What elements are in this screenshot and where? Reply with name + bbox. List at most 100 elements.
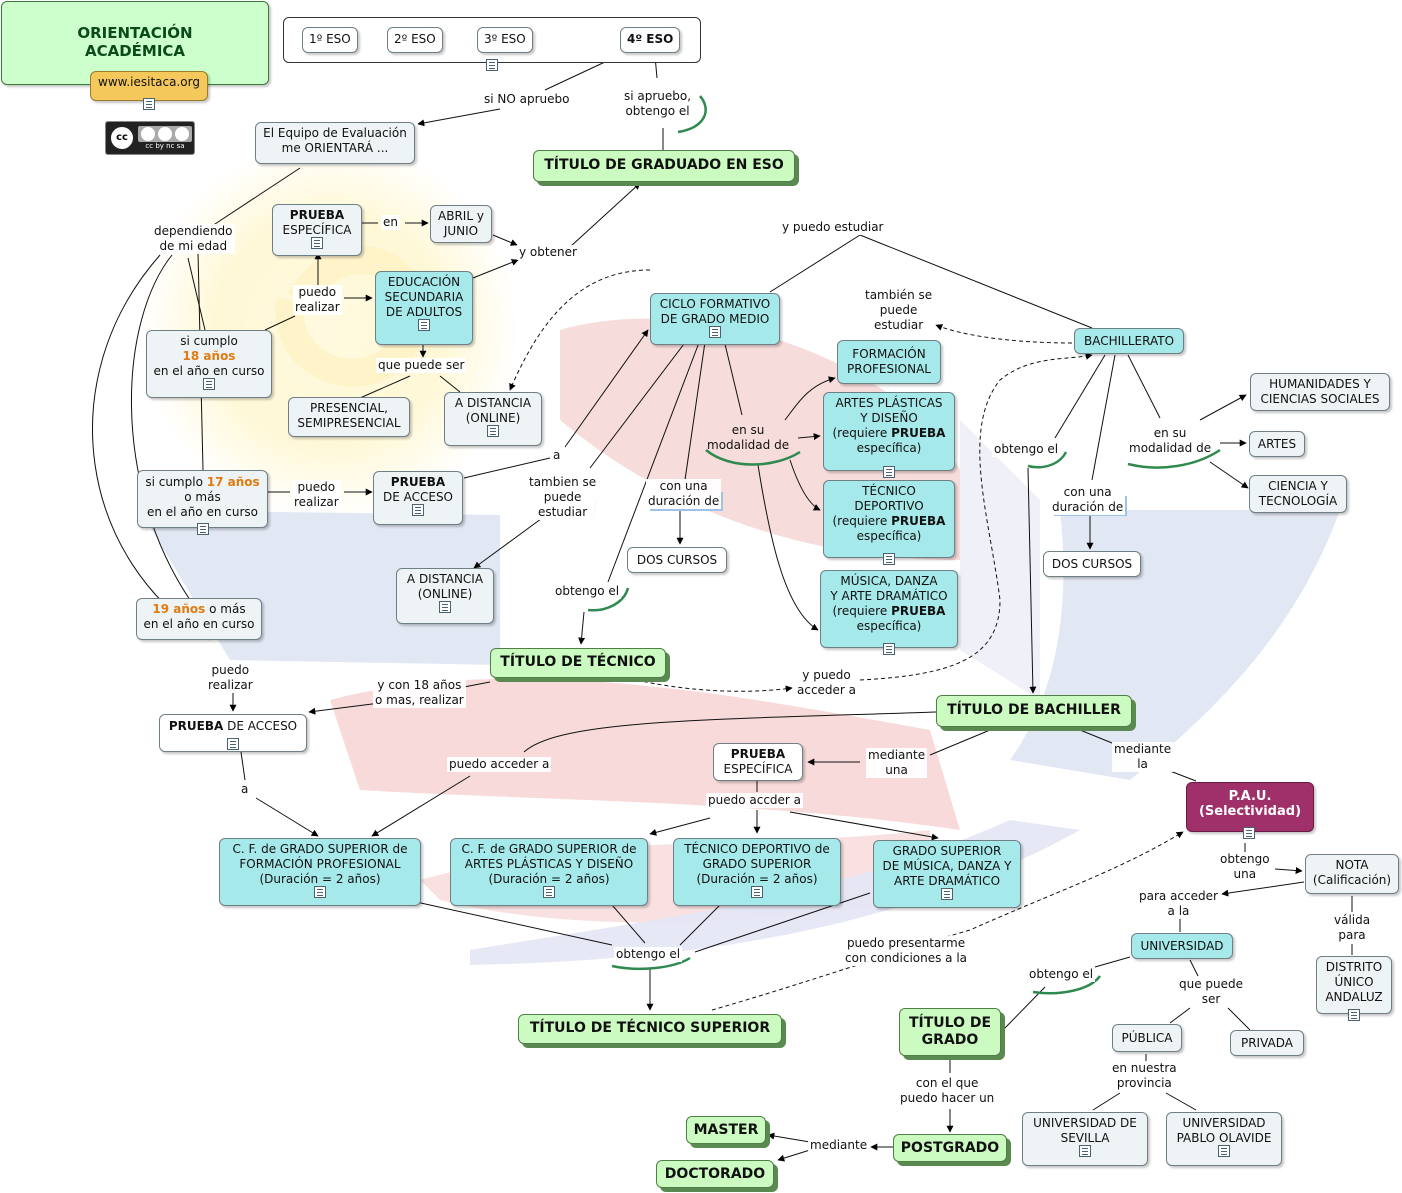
formacion-profesional[interactable]: FORMACIÓN PROFESIONAL [837,340,941,384]
ciclo-grado-medio[interactable]: CICLO FORMATIVO DE GRADO MEDIO [650,293,780,345]
resource-icon[interactable] [418,319,430,331]
resource-icon[interactable] [196,521,210,535]
eso-4[interactable]: 4º ESO [620,27,681,53]
prueba-especifica-1[interactable]: PRUEBA ESPECÍFICA [272,204,362,256]
presencial[interactable]: PRESENCIAL, SEMIPRESENCIAL [288,397,410,437]
resource-icon[interactable] [709,326,721,338]
cumplo-18[interactable]: si cumplo 18 años en el año en curso [146,330,272,398]
label-text: a la [1167,904,1190,918]
titulo-bachiller[interactable]: TÍTULO DE BACHILLER [936,695,1132,727]
prueba-acceso-1[interactable]: PRUEBA DE ACCESO [373,471,463,525]
label-apruebo: si apruebo,obtengo el [622,89,694,119]
resource-icon[interactable] [226,736,240,750]
resource-icon[interactable] [412,504,424,516]
universidad-olavide[interactable]: UNIVERSIDAD PABLO OLAVIDE [1166,1112,1282,1166]
distrito-line1: DISTRITO [1325,960,1383,974]
label-text: en su [1153,426,1187,440]
label-text: también se [865,288,933,302]
grado-musica-line3: ARTE DRAMÁTICO [893,874,1001,888]
resource-icon[interactable] [1242,825,1256,839]
distancia-1[interactable]: A DISTANCIA (ONLINE) [444,392,542,446]
universidad-publica[interactable]: PÚBLICA [1112,1024,1182,1052]
universidad-sevilla[interactable]: UNIVERSIDAD DE SEVILLA [1022,1112,1148,1166]
resource-icon[interactable] [485,57,499,71]
resource-icon[interactable] [1218,1145,1230,1157]
artes-plasticas[interactable]: ARTES PLÁSTICAS Y DISEÑO (requiere PRUEB… [823,392,955,471]
website-link[interactable]: www.iesitaca.org [90,71,208,101]
grado-superior-musica[interactable]: GRADO SUPERIOR DE MÚSICA, DANZA Y ARTE D… [873,840,1021,908]
humanidades-line2: CIENCIAS SOCIALES [1260,392,1380,406]
cf-grado-superior-fp[interactable]: C. F. de GRADO SUPERIOR de FORMACIÓN PRO… [219,838,421,906]
cumplo-19-line2: en el año en curso [143,617,255,631]
postgrado[interactable]: POSTGRADO [893,1134,1007,1162]
titulo-tecnico-superior[interactable]: TÍTULO DE TÉCNICO SUPERIOR [518,1014,782,1044]
universidad-privada[interactable]: PRIVADA [1230,1030,1304,1056]
distrito-unico-andaluz[interactable]: DISTRITO ÚNICO ANDALUZ [1316,956,1392,1014]
eso-3[interactable]: 3º ESO [477,27,533,53]
label-text: mediante [1114,742,1172,756]
label-text: para [1338,928,1366,942]
label-text: puedo [297,480,336,494]
eso-1[interactable]: 1º ESO [302,27,358,53]
resource-icon[interactable] [314,886,326,898]
doctorado[interactable]: DOCTORADO [656,1160,774,1188]
prueba-acceso-2-bold: PRUEBA [168,719,224,733]
tecnico-deportivo[interactable]: TÉCNICO DEPORTIVO (requiere PRUEBA espec… [823,480,955,558]
educacion-adultos[interactable]: EDUCACIÓN SECUNDARIA DE ADULTOS [375,271,473,345]
resource-icon[interactable] [1347,1007,1361,1021]
resource-icon[interactable] [882,551,896,565]
titulo-tecnico[interactable]: TÍTULO DE TÉCNICO [490,648,666,678]
abril-junio-line1: ABRIL y [438,209,484,223]
distancia-2[interactable]: A DISTANCIA (ONLINE) [396,568,494,624]
label-a-2: a [239,782,251,797]
resource-icon[interactable] [311,237,323,249]
tds-line3: (Duración = 2 años) [696,872,818,886]
equipo-evaluacion[interactable]: El Equipo de Evaluación me ORIENTARÁ ... [255,122,415,164]
header-title-line2: ACADÉMICA [84,42,186,60]
resource-icon[interactable] [543,886,555,898]
label-text: a [553,448,561,462]
pau-selectividad[interactable]: P.A.U. (Selectividad) [1186,782,1314,832]
dos-cursos-2[interactable]: DOS CURSOS [1043,551,1141,577]
resource-icon[interactable] [487,425,499,437]
musica-danza[interactable]: MÚSICA, DANZA Y ARTE DRAMÁTICO (requiere… [820,570,958,648]
artes-plasticas-requiere: (requiere [832,426,888,440]
resource-icon[interactable] [751,886,763,898]
humanidades[interactable]: HUMANIDADES Y CIENCIAS SOCIALES [1250,373,1390,411]
tecnico-deportivo-superior[interactable]: TÉCNICO DEPORTIVO de GRADO SUPERIOR (Dur… [673,838,841,906]
master[interactable]: MASTER [686,1116,766,1144]
cumplo-17[interactable]: si cumplo 17 años o más en el año en cur… [137,470,268,528]
resource-icon[interactable] [882,641,896,655]
titulo-grado[interactable]: TÍTULO DE GRADO [899,1008,1001,1056]
prueba-especifica-2[interactable]: PRUEBA ESPECÍFICA [713,743,803,781]
label-text: puedo hacer un [900,1091,995,1105]
nota-line1: NOTA [1335,858,1369,872]
resource-icon[interactable] [439,601,451,613]
bachillerato[interactable]: BACHILLERATO [1074,328,1184,354]
titulo-graduado-eso[interactable]: TÍTULO DE GRADUADO EN ESO [533,150,795,182]
abril-junio[interactable]: ABRIL y JUNIO [430,205,492,243]
tecnico-deportivo-line3: (requiere PRUEBA [829,514,949,529]
resource-icon[interactable] [1079,1145,1091,1157]
resource-icon[interactable] [882,464,896,478]
nota-calificacion[interactable]: NOTA (Calificación) [1305,854,1399,894]
resource-icon[interactable] [203,378,215,390]
resource-icon[interactable] [142,96,156,110]
label-text: mediante [810,1138,868,1152]
universidad[interactable]: UNIVERSIDAD [1131,933,1233,959]
label-text: tambien se [529,475,597,489]
eso-2[interactable]: 2º ESO [387,27,443,53]
resource-icon[interactable] [941,888,953,900]
dos-cursos-1[interactable]: DOS CURSOS [627,547,727,573]
cumplo-19[interactable]: 19 años o más en el año en curso [136,598,262,640]
distancia-2-line2: (ONLINE) [417,587,473,601]
label-text: realizar [294,495,339,509]
cf-grado-superior-artes[interactable]: C. F. de GRADO SUPERIOR de ARTES PLÁSTIC… [450,838,648,906]
label-text: con el que [915,1076,979,1090]
label-y-puedo-estudiar: y puedo estudiar [780,220,886,235]
artes[interactable]: ARTES [1249,431,1305,457]
label-text: realizar [295,300,340,314]
ciencia-tecnologia[interactable]: CIENCIA Y TECNOLOGÍA [1249,475,1347,513]
